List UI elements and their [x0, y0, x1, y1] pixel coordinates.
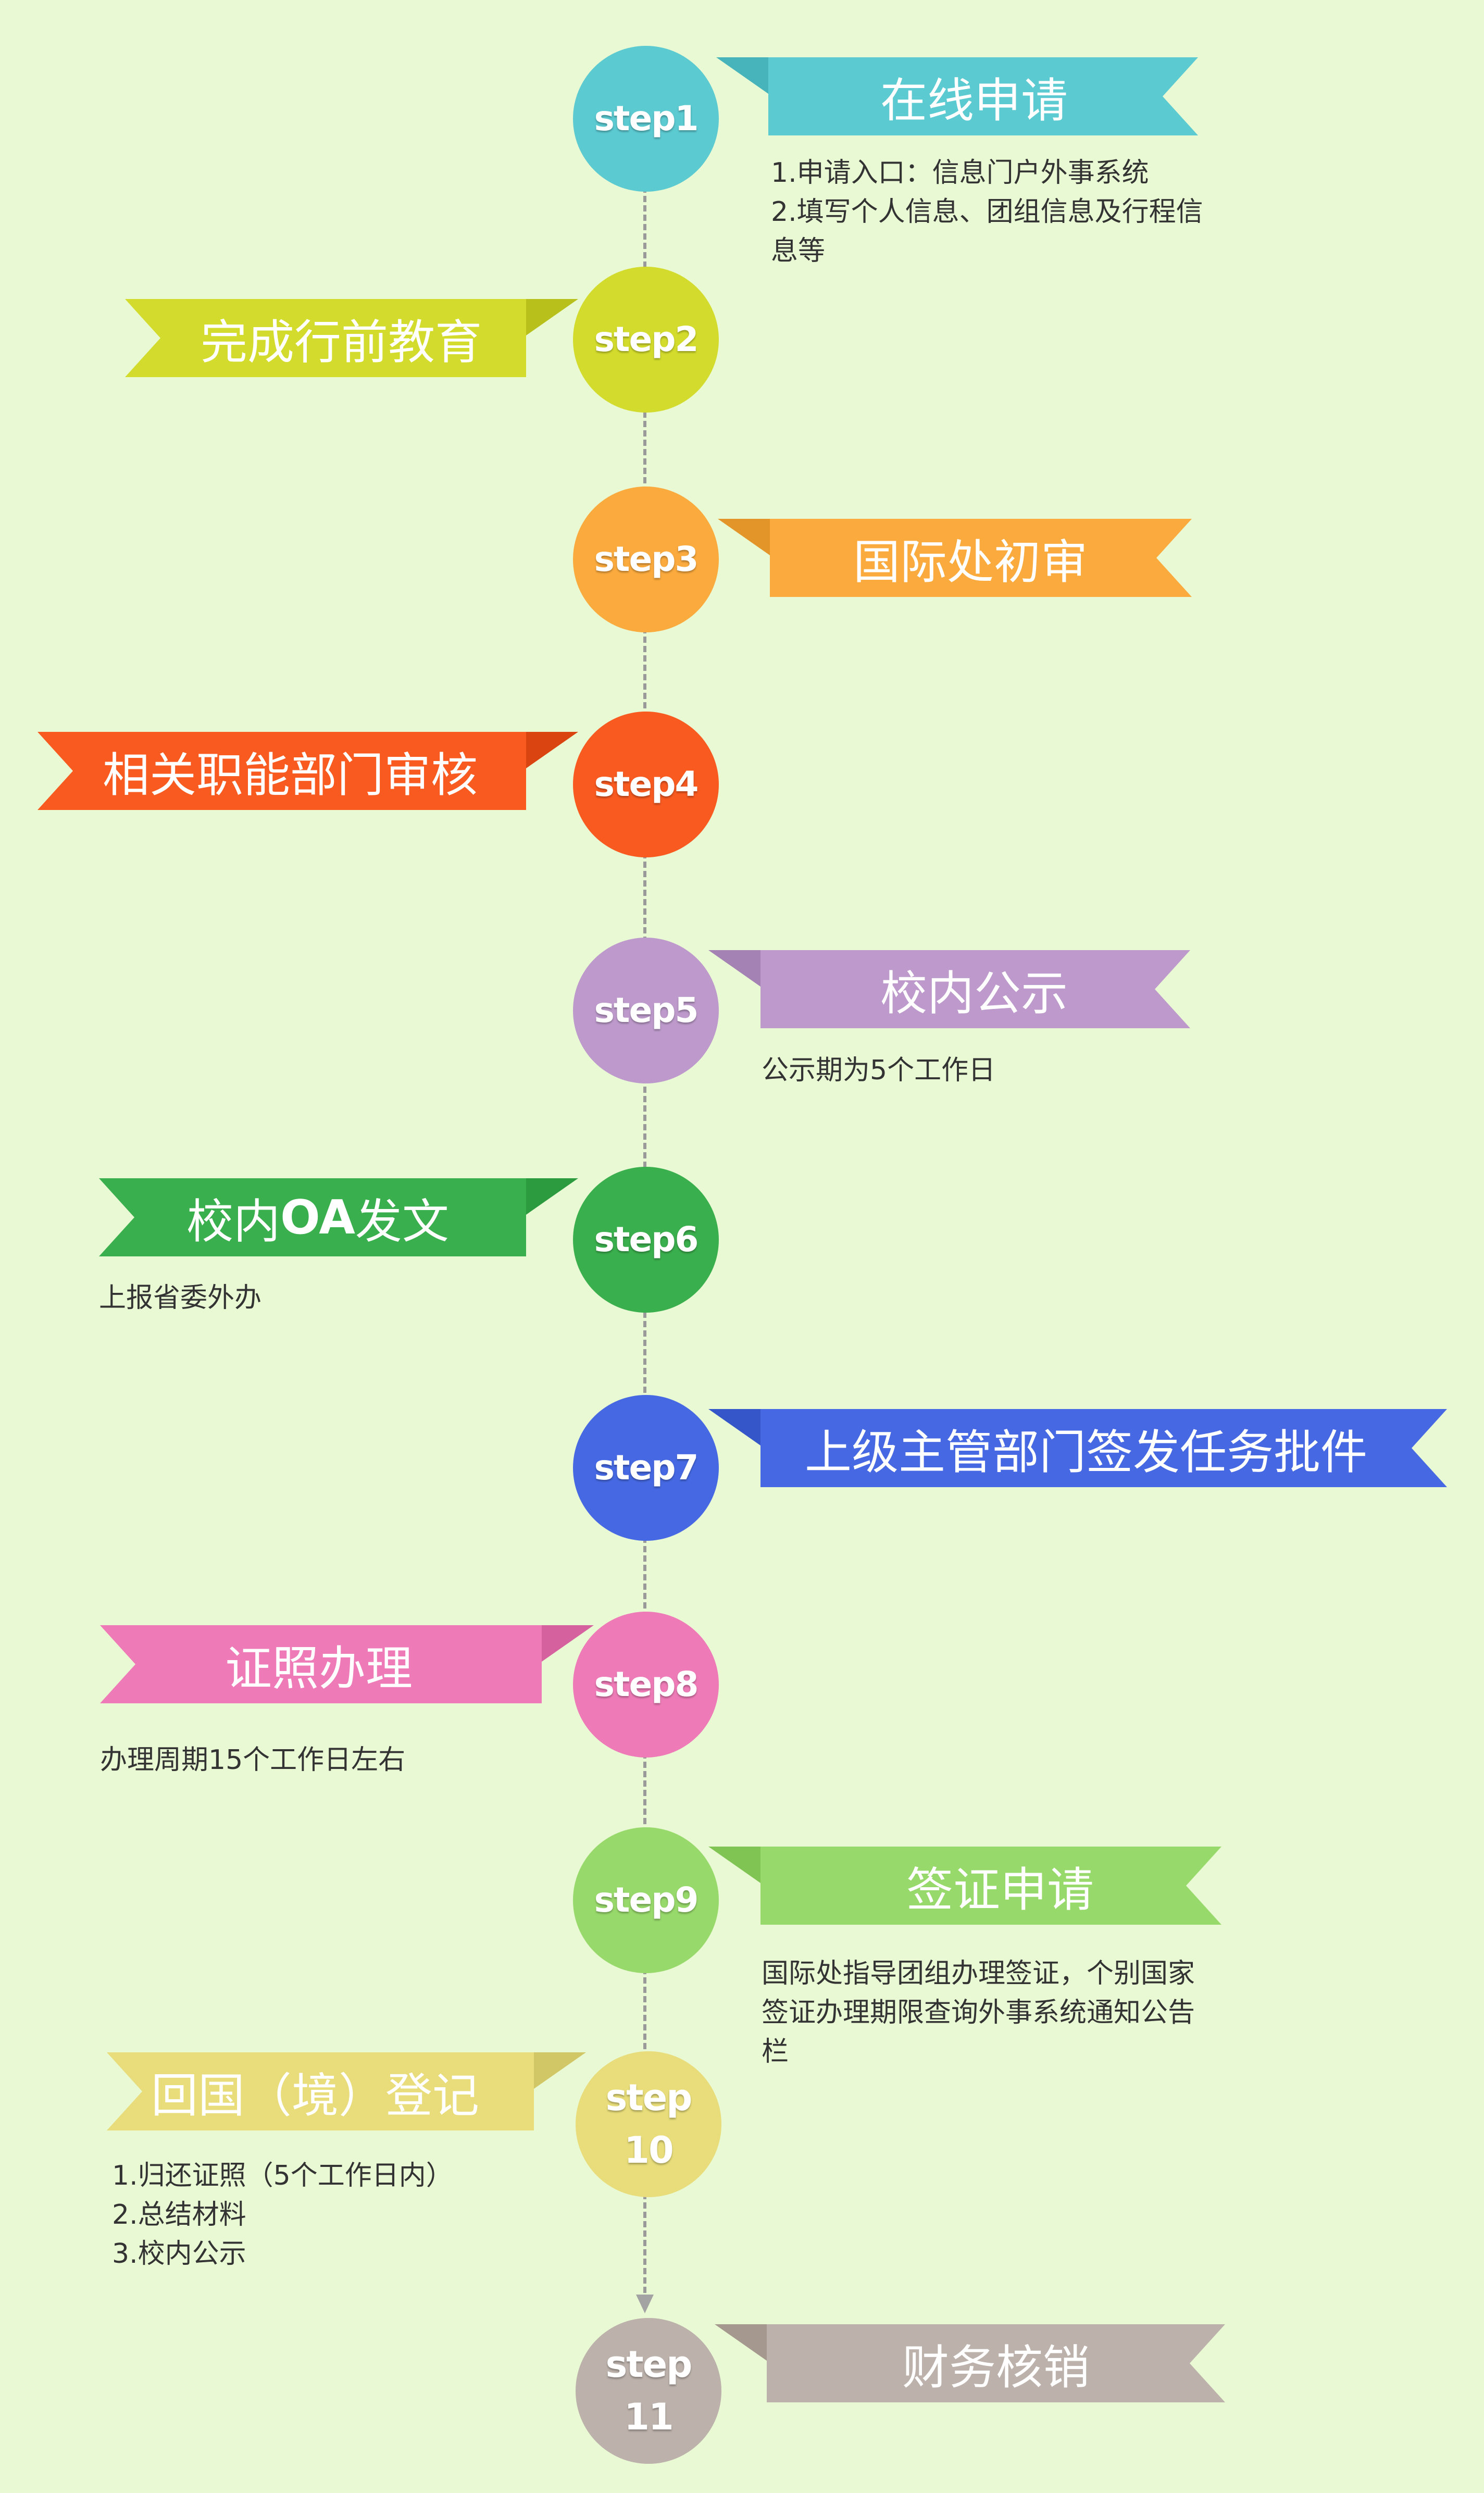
- step6-circle: step6: [573, 1167, 719, 1313]
- step11-circle: step 11: [576, 2318, 721, 2464]
- step4-title: 相关职能部门审核: [103, 748, 478, 803]
- step10-circle: step 10: [576, 2051, 721, 2197]
- step5-title: 校内公示: [880, 966, 1068, 1021]
- step4-banner-fold: [526, 732, 578, 768]
- step11-number: 11: [624, 2396, 674, 2438]
- step7-circle: step7: [573, 1395, 719, 1541]
- step5-banner: 校内公示: [760, 950, 1190, 1028]
- step7-banner: 上级主管部门签发任务批件: [760, 1409, 1447, 1487]
- step6-label: step6: [594, 1219, 699, 1260]
- step11-banner-fold: [715, 2324, 767, 2361]
- step4-circle: step4: [573, 712, 719, 857]
- step10-number: 10: [624, 2129, 674, 2172]
- timeline-arrowhead: [636, 2295, 654, 2313]
- step4-label: step4: [594, 764, 699, 804]
- step2-circle: step2: [573, 267, 719, 413]
- step7-banner-fold: [708, 1409, 760, 1445]
- step9-label: step9: [594, 1880, 699, 1920]
- step8-label: step8: [594, 1664, 699, 1704]
- step6-note: 上报省委外办: [99, 1282, 262, 1314]
- step6-title-oa: OA: [280, 1190, 355, 1245]
- step11-label: step: [605, 2342, 693, 2386]
- step10-title: 回国（境）登记: [151, 2068, 479, 2123]
- step1-banner-fold: [716, 57, 768, 94]
- step8-title: 证照办理: [225, 1641, 413, 1696]
- step10-label: step: [605, 2076, 693, 2119]
- step11-banner: 财务核销: [767, 2324, 1225, 2402]
- step2-label: step2: [594, 319, 699, 359]
- step1-label: step1: [594, 98, 699, 139]
- step5-banner-fold: [708, 950, 760, 987]
- step3-banner: 国际处初审: [770, 519, 1192, 597]
- step5-label: step5: [594, 990, 699, 1030]
- step6-banner-fold: [526, 1178, 578, 1215]
- step1-circle: step1: [573, 46, 719, 192]
- step1-note: 1.申请入口：信息门户外事系统 2.填写个人信息、团组信息及行程信息等: [771, 157, 1203, 267]
- step7-label: step7: [594, 1448, 699, 1488]
- step1-banner: 在线申请: [768, 57, 1198, 135]
- step3-title: 国际处初审: [853, 535, 1088, 590]
- step4-banner: 相关职能部门审核: [38, 732, 526, 810]
- step9-banner: 签证申请: [760, 1847, 1221, 1925]
- step9-title: 签证申请: [906, 1863, 1094, 1917]
- step5-circle: step5: [573, 938, 719, 1083]
- step1-title: 在线申请: [880, 73, 1068, 128]
- step3-banner-fold: [718, 519, 770, 555]
- step6-title-part: 校内: [186, 1194, 281, 1249]
- step11-title: 财务核销: [902, 2340, 1090, 2395]
- step8-note: 办理周期15个工作日左右: [100, 1744, 406, 1776]
- step5-note: 公示期为5个工作日: [762, 1055, 996, 1086]
- step10-banner-fold: [534, 2052, 586, 2089]
- step2-banner: 完成行前教育: [125, 299, 526, 377]
- step9-banner-fold: [708, 1847, 760, 1883]
- step7-title: 上级主管部门签发任务批件: [805, 1425, 1367, 1480]
- step3-circle: step3: [573, 487, 719, 632]
- step2-title: 完成行前教育: [201, 315, 482, 370]
- step8-banner: 证照办理: [100, 1625, 542, 1703]
- step3-label: step3: [594, 539, 699, 579]
- step10-note: 1.归还证照（5个工作日内） 2.总结材料 3.校内公示: [112, 2160, 453, 2270]
- step9-note: 国际处指导团组办理签证，个别国家签证办理期限查询外事系统通知公告栏: [762, 1958, 1195, 2067]
- step6-title-part: 发文: [355, 1194, 449, 1249]
- step8-banner-fold: [542, 1625, 594, 1662]
- step9-circle: step9: [573, 1827, 719, 1973]
- step2-banner-fold: [526, 299, 578, 335]
- step8-circle: step8: [573, 1612, 719, 1757]
- step10-banner: 回国（境）登记: [107, 2052, 534, 2130]
